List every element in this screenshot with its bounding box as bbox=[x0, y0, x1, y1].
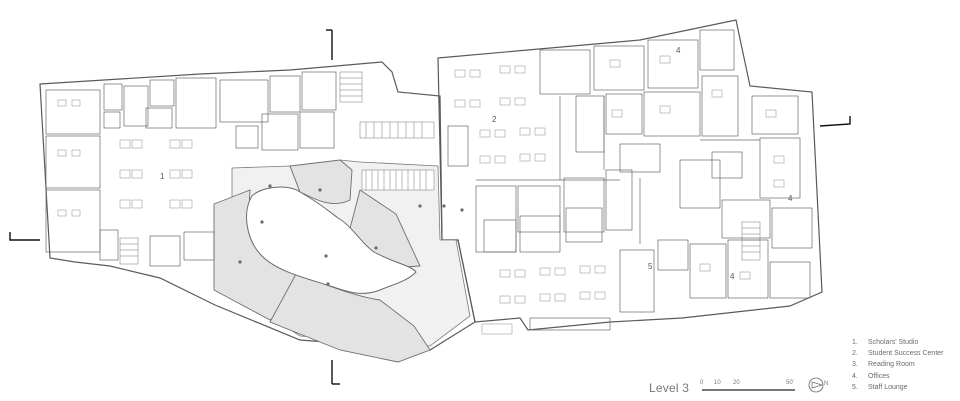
room-label-offices-b: 4 bbox=[788, 194, 793, 203]
room-label-staff-lounge: 5 bbox=[648, 262, 653, 271]
scale-tick: 20 bbox=[733, 380, 740, 386]
legend-label: Staff Lounge bbox=[868, 383, 908, 391]
scale-tick: 0 bbox=[700, 380, 704, 386]
legend-number: 4. bbox=[852, 372, 858, 380]
stair-bands bbox=[119, 71, 761, 265]
legend-item: 4. Offices bbox=[852, 371, 944, 382]
room-label-offices-c: 4 bbox=[730, 272, 735, 281]
furniture-clusters bbox=[57, 55, 785, 335]
north-label: N bbox=[824, 381, 829, 387]
legend-number: 1. bbox=[852, 339, 858, 346]
legend-item: 3. Reading Room bbox=[852, 359, 944, 370]
legend-number: 2. bbox=[852, 350, 858, 358]
interior-walls bbox=[45, 29, 813, 331]
scale-tick: 10 bbox=[714, 380, 721, 386]
legend-number: 5. bbox=[852, 383, 858, 391]
legend-number: 3. bbox=[852, 361, 858, 369]
north-arrow-icon bbox=[808, 377, 824, 393]
scale-bar: 0 10 20 50' bbox=[700, 380, 800, 394]
room-label-student-success-center: 2 bbox=[492, 115, 497, 124]
legend-label: Student Success Center bbox=[868, 350, 944, 358]
legend-item: 1. Scholars' Studio bbox=[852, 337, 944, 348]
columns bbox=[238, 184, 464, 286]
scale-bar-graphic bbox=[702, 389, 795, 391]
section-markers bbox=[9, 29, 851, 385]
level-title: Level 3 bbox=[649, 381, 690, 395]
north-arrow: N bbox=[808, 376, 832, 396]
legend-label: Offices bbox=[868, 372, 890, 380]
legend-label: Scholars' Studio bbox=[868, 339, 919, 346]
legend-label: Reading Room bbox=[868, 361, 915, 369]
room-legend: 1. Scholars' Studio 2. Student Success Cen… bbox=[852, 337, 944, 393]
building-outline bbox=[39, 19, 823, 351]
room-label-scholars-studio: 1 bbox=[160, 172, 165, 181]
scale-tick: 50' bbox=[786, 380, 794, 386]
legend-item: 5. Staff Lounge bbox=[852, 382, 944, 393]
legend-item: 2. Student Success Center bbox=[852, 348, 944, 359]
room-label-offices-a: 4 bbox=[676, 46, 681, 55]
central-void bbox=[246, 186, 417, 294]
